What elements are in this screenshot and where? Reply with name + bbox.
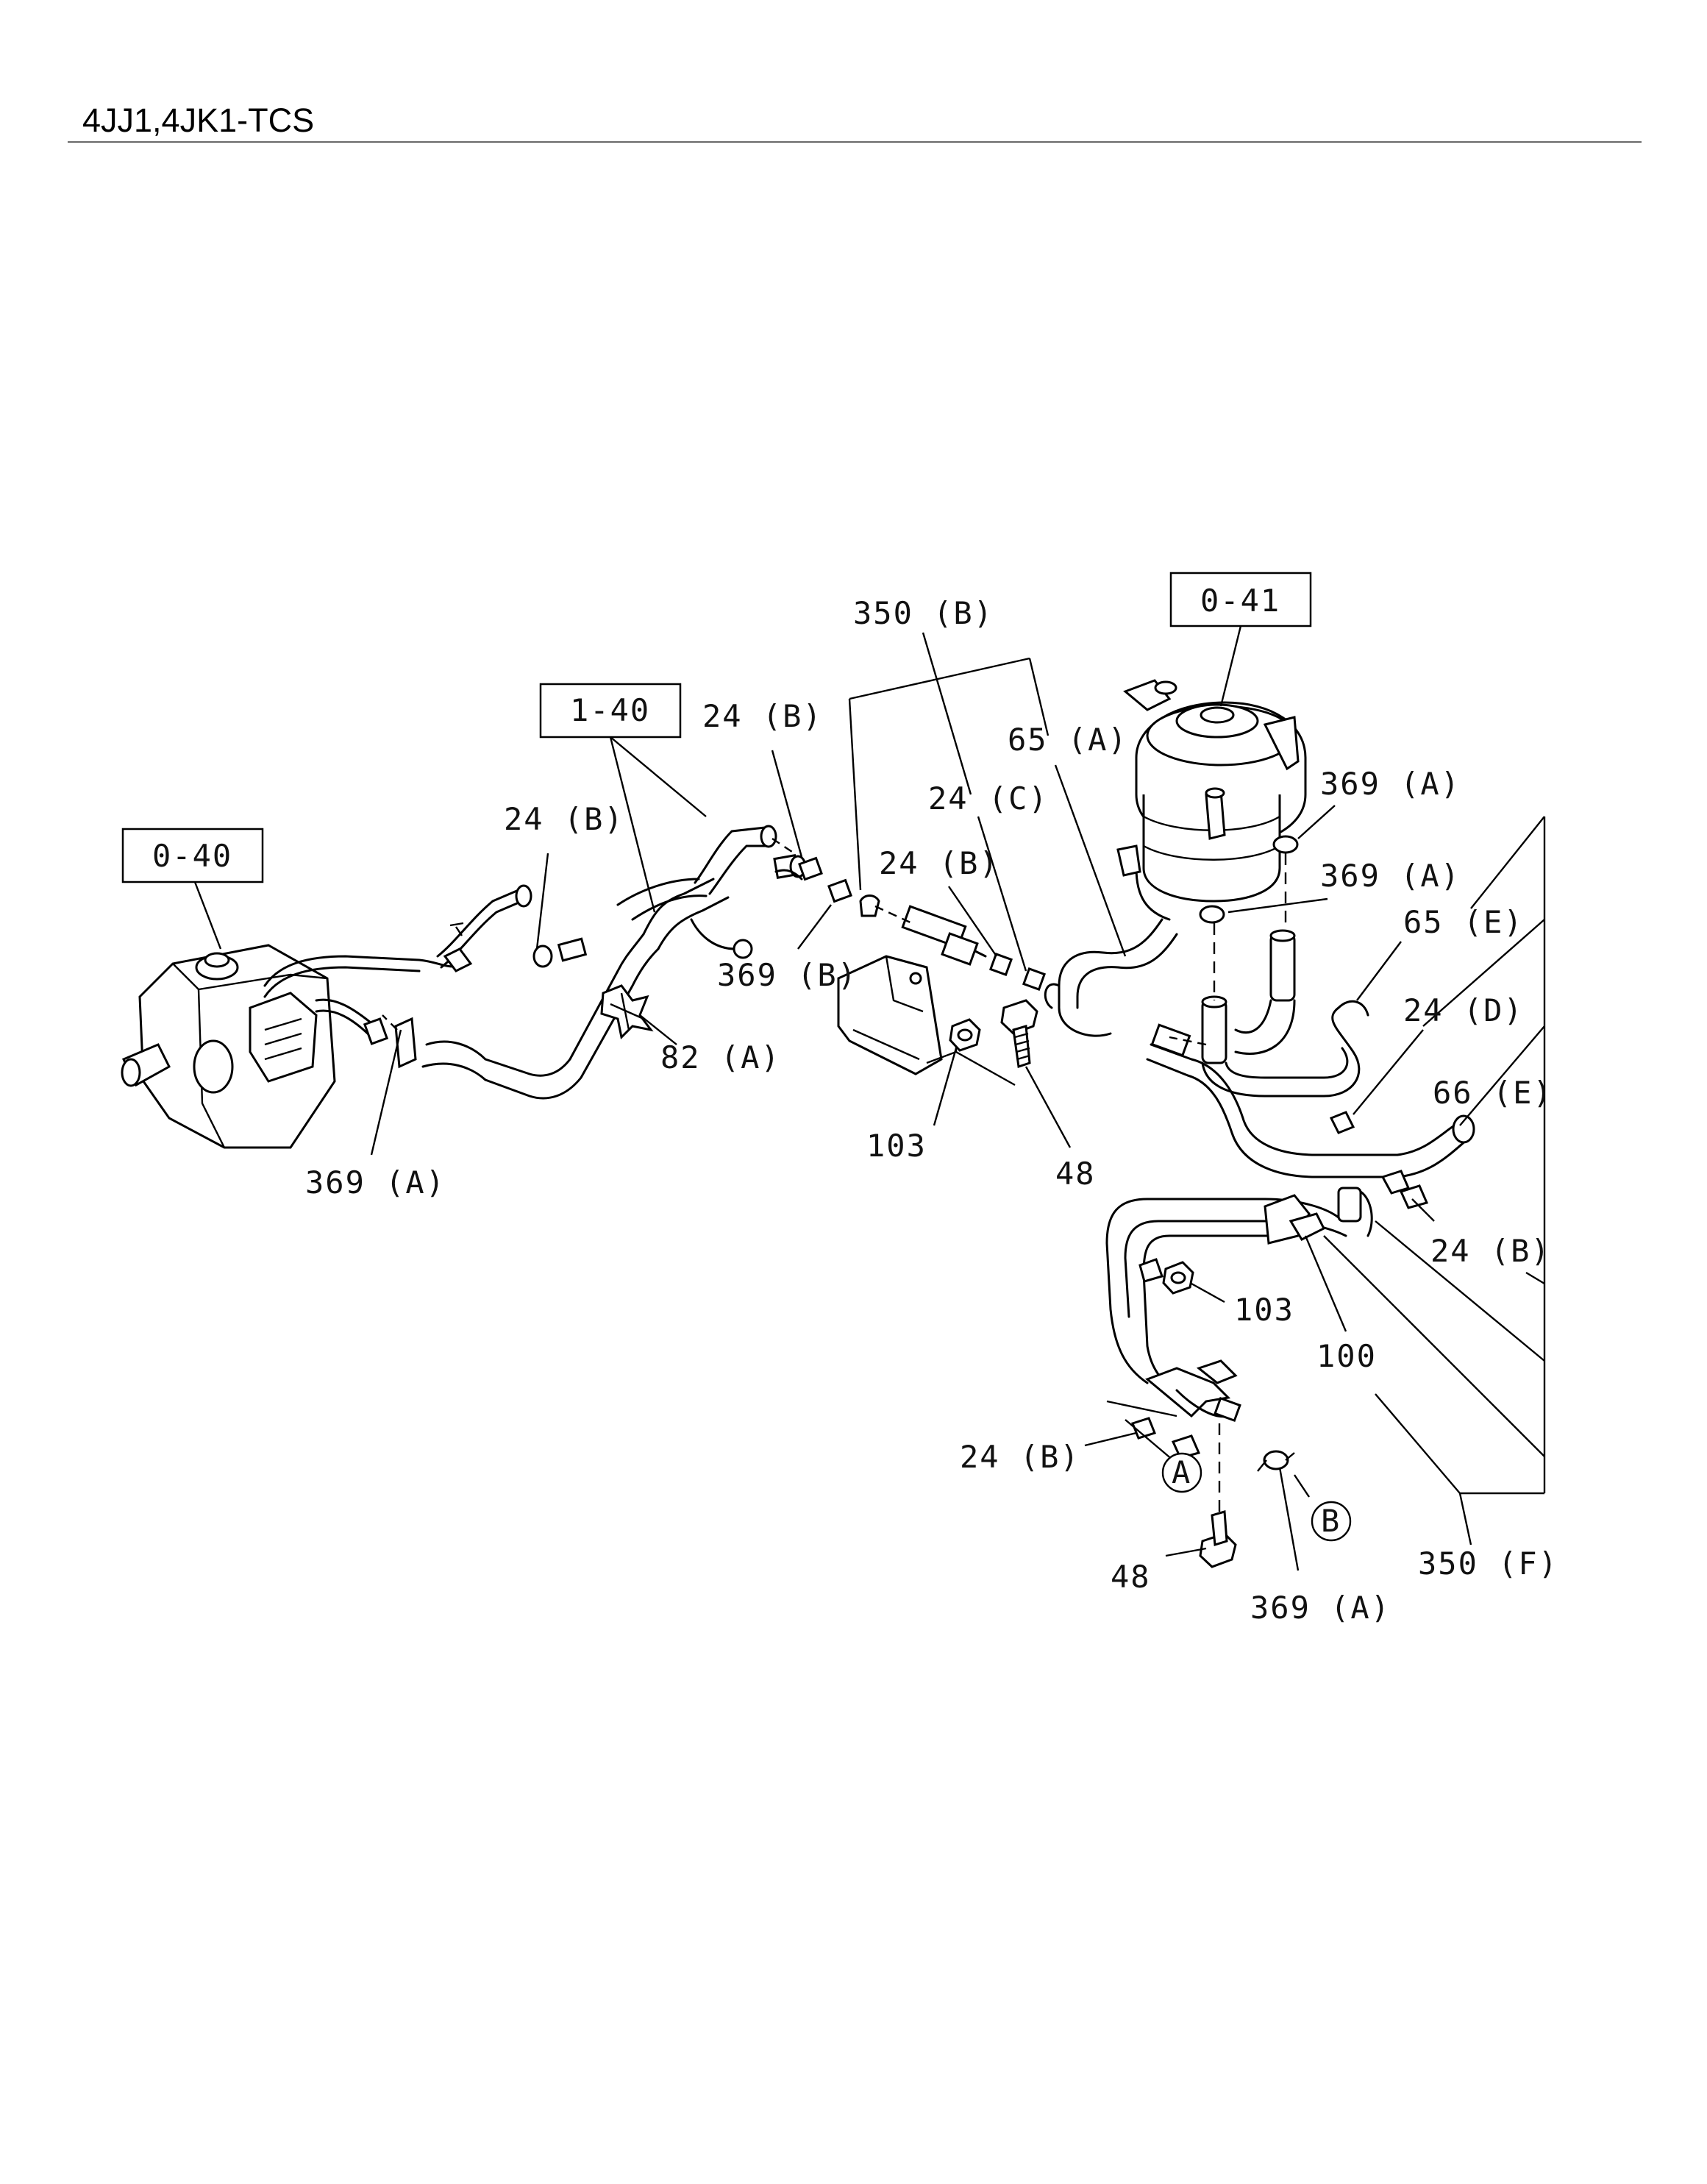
callout-65a: 65 (A) <box>1008 722 1128 758</box>
clip-82a-drawing <box>600 984 654 1040</box>
callout-369b: 369 (B) <box>717 957 858 993</box>
callout-369a-bottom: 369 (A) <box>1250 1590 1391 1626</box>
nut-103-right-drawing <box>1162 1261 1194 1295</box>
connection-marker-b: B <box>1311 1501 1352 1542</box>
clamp-24b-right-drawing <box>1399 1184 1429 1209</box>
callout-24b-right: 24 (B) <box>1430 1233 1551 1269</box>
feed-hose-1-40 <box>394 825 807 1100</box>
clamp-24b-bottom-drawing <box>1131 1417 1156 1440</box>
leader-lines <box>193 625 1546 1571</box>
hose-66e <box>1146 1023 1475 1178</box>
callout-24b-top: 24 (B) <box>702 698 823 734</box>
callout-24b-bottom: 24 (B) <box>960 1439 1080 1475</box>
filter-hoses <box>1044 918 1369 1098</box>
callout-24b-left: 24 (B) <box>504 801 624 837</box>
reference-label-0-40: 0-40 <box>152 838 232 874</box>
return-pipes-right <box>1105 1170 1411 1459</box>
callout-66e: 66 (E) <box>1433 1075 1553 1111</box>
mid-connectors <box>798 856 1047 992</box>
reference-label-1-40: 1-40 <box>570 692 650 728</box>
callout-103-right: 103 <box>1234 1292 1294 1328</box>
callout-82a: 82 (A) <box>660 1039 781 1075</box>
callout-103-mid: 103 <box>866 1128 927 1164</box>
callout-24b-mid: 24 (B) <box>879 845 999 881</box>
clamp-369a-top-drawing <box>1199 835 1299 1000</box>
callout-350b: 350 (B) <box>853 595 994 631</box>
injection-pump-drawing <box>121 944 465 1149</box>
return-pipe-left <box>436 884 588 972</box>
connection-marker-a: A <box>1161 1452 1202 1493</box>
callout-369a-upper: 369 (A) <box>1320 766 1461 802</box>
callout-350f: 350 (F) <box>1418 1545 1558 1582</box>
page-title: 4JJ1,4JK1-TCS <box>82 102 315 139</box>
bolt-48-bottom-drawing <box>1199 1423 1237 1568</box>
callout-48-mid: 48 <box>1055 1156 1096 1192</box>
reference-box-0-40[interactable]: 0-40 <box>121 828 264 883</box>
callout-65e: 65 (E) <box>1403 904 1524 940</box>
callout-100: 100 <box>1316 1338 1377 1374</box>
callout-369a-left: 369 (A) <box>305 1164 446 1201</box>
nut-103-drawing <box>949 1018 981 1052</box>
clamp-369a-bottom-drawing <box>1257 1450 1295 1472</box>
bracket-drawing <box>837 955 1016 1086</box>
header-divider <box>68 141 1642 143</box>
callout-labels: 350 (B) 24 (B) 65 (A) 24 (C) 24 (B) 24 (… <box>305 595 1558 1626</box>
callout-48-bottom: 48 <box>1111 1559 1151 1595</box>
marker-b-label: B <box>1321 1503 1341 1539</box>
callout-24d: 24 (D) <box>1403 992 1524 1028</box>
marker-a-label: A <box>1172 1454 1191 1490</box>
assembly-dashed-lines <box>382 838 1207 1046</box>
reference-box-1-40[interactable]: 1-40 <box>539 683 682 739</box>
callout-24c: 24 (C) <box>928 780 1049 817</box>
reference-box-0-41[interactable]: 0-41 <box>1169 572 1312 627</box>
callout-369a-lower: 369 (A) <box>1320 858 1461 894</box>
reference-label-0-41: 0-41 <box>1200 583 1280 619</box>
bolt-48-drawing <box>1000 999 1038 1068</box>
fuel-filter-drawing <box>1116 679 1307 921</box>
